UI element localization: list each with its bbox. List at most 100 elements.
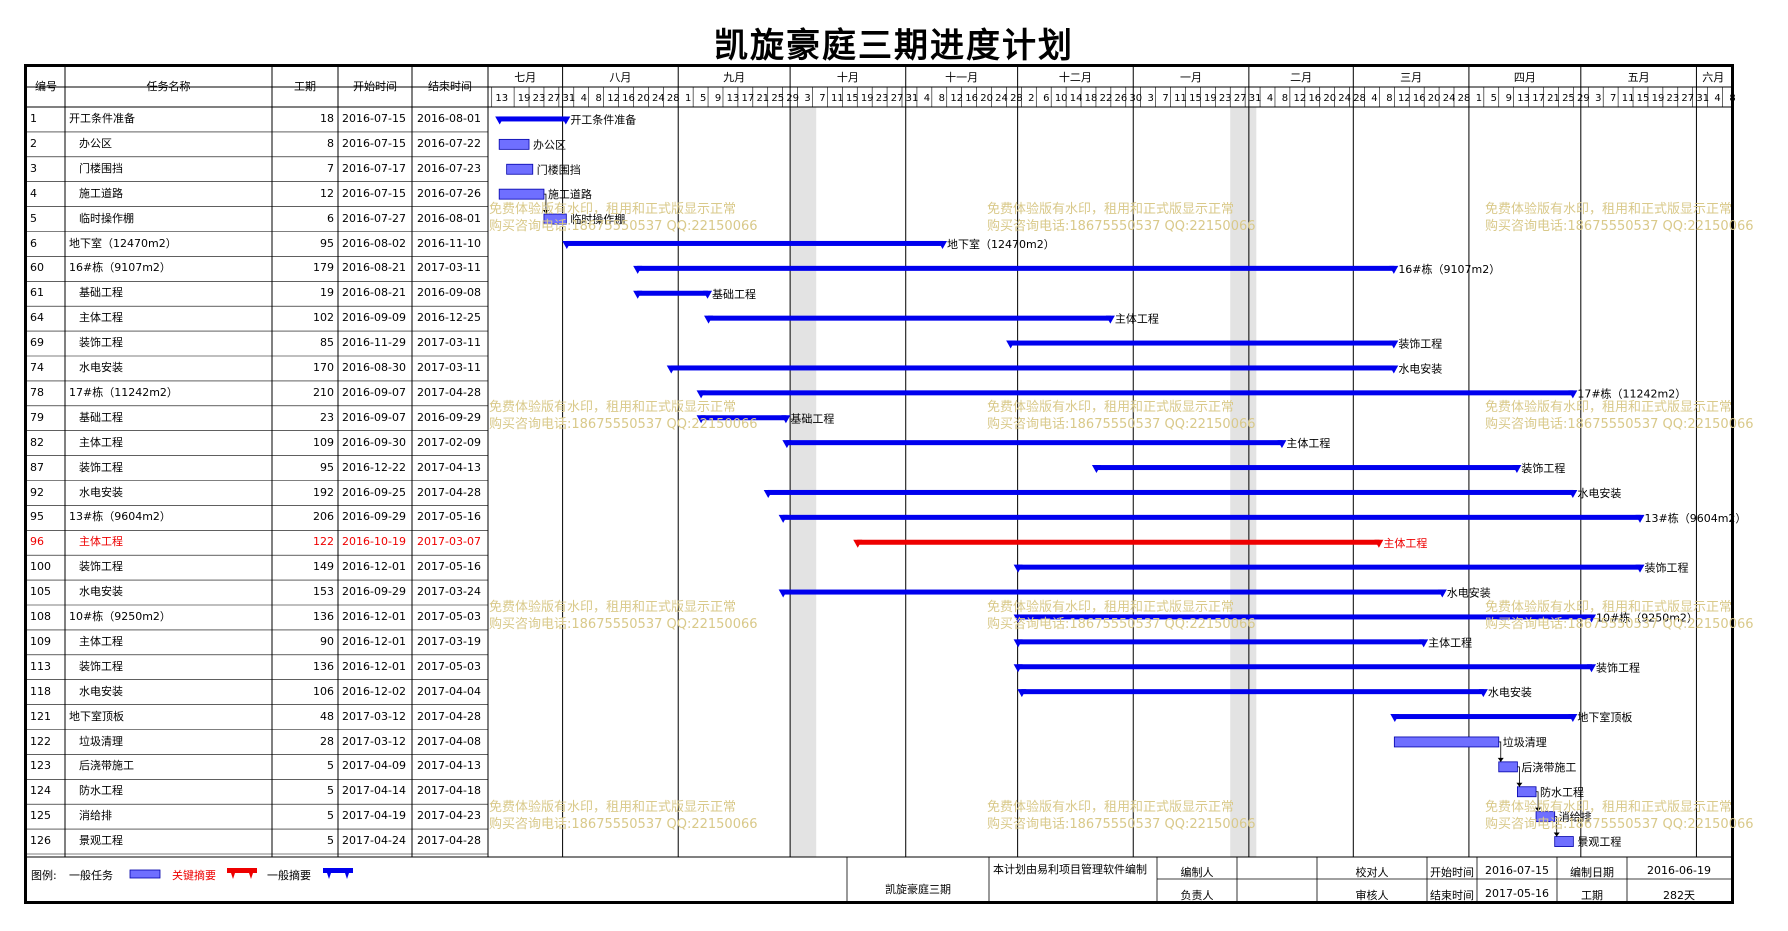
task-end: 2016-09-08 [417,286,481,300]
task-bar-label: 装饰工程 [1644,561,1688,575]
day-tick-label: 23 [1666,93,1679,104]
task-duration: 6 [327,211,334,225]
watermark-text: 免费体验版有水印，租用和正式版显示正常购买咨询电话:18675550537 QQ… [1485,399,1754,433]
day-tick-label: 12 [607,93,620,104]
day-tick-label: 11 [1622,93,1635,104]
task-end: 2017-05-03 [417,659,481,673]
task-name: 办公区 [79,136,112,150]
day-tick-label: 15 [1189,93,1202,104]
watermark-line1: 免费体验版有水印，租用和正式版显示正常 [489,202,737,217]
task-start: 2016-09-29 [342,585,406,599]
day-tick-label: 31 [1249,93,1262,104]
summary-bar-start-cap [1013,614,1023,623]
task-end: 2017-04-28 [417,834,481,848]
watermark-line1: 免费体验版有水印，租用和正式版显示正常 [987,202,1235,217]
legend-label: 图例: [31,869,57,882]
task-bar-label: 装饰工程 [1398,337,1442,351]
task-end: 2017-04-04 [417,684,481,698]
day-tick-label: 19 [861,93,874,104]
month-label: 八月 [609,71,631,84]
task-duration: 19 [320,286,334,300]
task-start: 2016-09-07 [342,410,406,424]
day-tick-label: 17 [742,93,755,104]
dependency-arrow [1498,741,1502,762]
day-tick-label: 23 [876,93,889,104]
day-tick-label: 12 [1398,93,1411,104]
legend-critical-label: 关键摘要 [172,869,216,882]
task-name: 门楼围挡 [79,161,123,175]
day-tick-label: 27 [548,93,561,104]
dependency-arrowhead [542,210,549,215]
task-id: 109 [30,634,51,648]
task-name: 主体工程 [79,535,123,549]
footer-start-label: 开始时间 [1430,866,1474,879]
task-end: 2017-03-19 [417,634,481,648]
task-duration: 5 [327,784,334,798]
summary-bar-end-cap [1635,514,1645,523]
task-end: 2017-05-16 [417,510,481,524]
task-end: 2017-05-03 [417,610,481,623]
task-duration: 12 [320,186,334,200]
summary-bar-end-cap [1105,315,1115,324]
task-start: 2016-08-21 [342,261,406,275]
task-end: 2017-04-08 [417,734,481,748]
watermark-line2: 购买咨询电话:18675550537 QQ:22150066 [987,617,1256,632]
day-tick-label: 8 [1282,93,1288,104]
month-label: 五月 [1628,71,1650,84]
task-name: 景观工程 [79,834,123,848]
day-tick-label: 24 [652,93,665,104]
task-duration: 48 [320,709,334,723]
task-name: 13#栋（9604m2） [69,510,171,524]
task-duration: 95 [320,236,334,250]
month-label: 六月 [1702,71,1724,84]
day-tick-label: 21 [1547,93,1560,104]
legend-critical-swatch [227,868,257,879]
task-bar-label: 16#栋（9107m2） [1398,262,1500,276]
footer-note: 本计划由易利项目管理软件编制 [993,863,1147,876]
day-tick-label: 3 [1595,93,1601,104]
day-tick-label: 4 [1371,93,1377,104]
summary-bar-start-cap [666,365,676,374]
task-duration: 5 [327,759,334,773]
summary-bar [1017,564,1641,570]
task-id: 2 [30,136,37,150]
watermark-layer: 免费体验版有水印，租用和正式版显示正常购买咨询电话:18675550537 QQ… [27,67,1754,901]
task-duration: 95 [320,460,334,474]
summary-bar-start-cap [763,489,773,498]
summary-bar-end-cap [1437,589,1447,598]
summary-bar [637,265,1395,271]
summary-bar-end-cap [1478,689,1488,698]
summary-bar-end-cap [1568,714,1578,723]
task-bar-label: 地下室（12470m2） [947,237,1055,251]
task-id: 125 [30,809,51,823]
summary-bar-end-cap [561,116,571,125]
column-header-dur: 工期 [294,80,316,93]
task-id: 96 [30,535,44,549]
task-bar-label: 施工道路 [548,187,592,201]
summary-bar-start-cap [495,116,505,125]
summary-bar [499,116,567,122]
footer-date-value: 2016-06-19 [1647,864,1711,877]
task-end: 2016-12-25 [417,311,481,325]
task-bar-label: 主体工程 [1115,312,1159,326]
task-start: 2016-09-29 [342,510,406,524]
summary-bar-end-cap [1512,465,1522,474]
day-tick-label: 20 [980,93,993,104]
task-name: 10#栋（9250m2） [69,610,171,623]
task-name: 消给排 [79,809,112,823]
summary-bar-start-cap [633,265,643,274]
day-tick-label: 19 [1204,93,1217,104]
day-tick-label: 2 [1028,93,1034,104]
summary-bar-start-cap [696,415,706,424]
day-tick-label: 24 [995,93,1008,104]
task-id: 95 [30,510,44,524]
task-start: 2017-03-12 [342,734,406,748]
summary-bar [782,589,1443,595]
day-tick-label: 9 [1506,93,1512,104]
footer-end-label: 结束时间 [1430,889,1474,902]
day-tick-label: 15 [1637,93,1650,104]
day-tick-label: 8 [596,93,602,104]
task-end: 2016-08-01 [417,112,481,125]
summary-bar-start-cap [1390,714,1400,723]
task-start: 2016-12-01 [342,634,406,648]
